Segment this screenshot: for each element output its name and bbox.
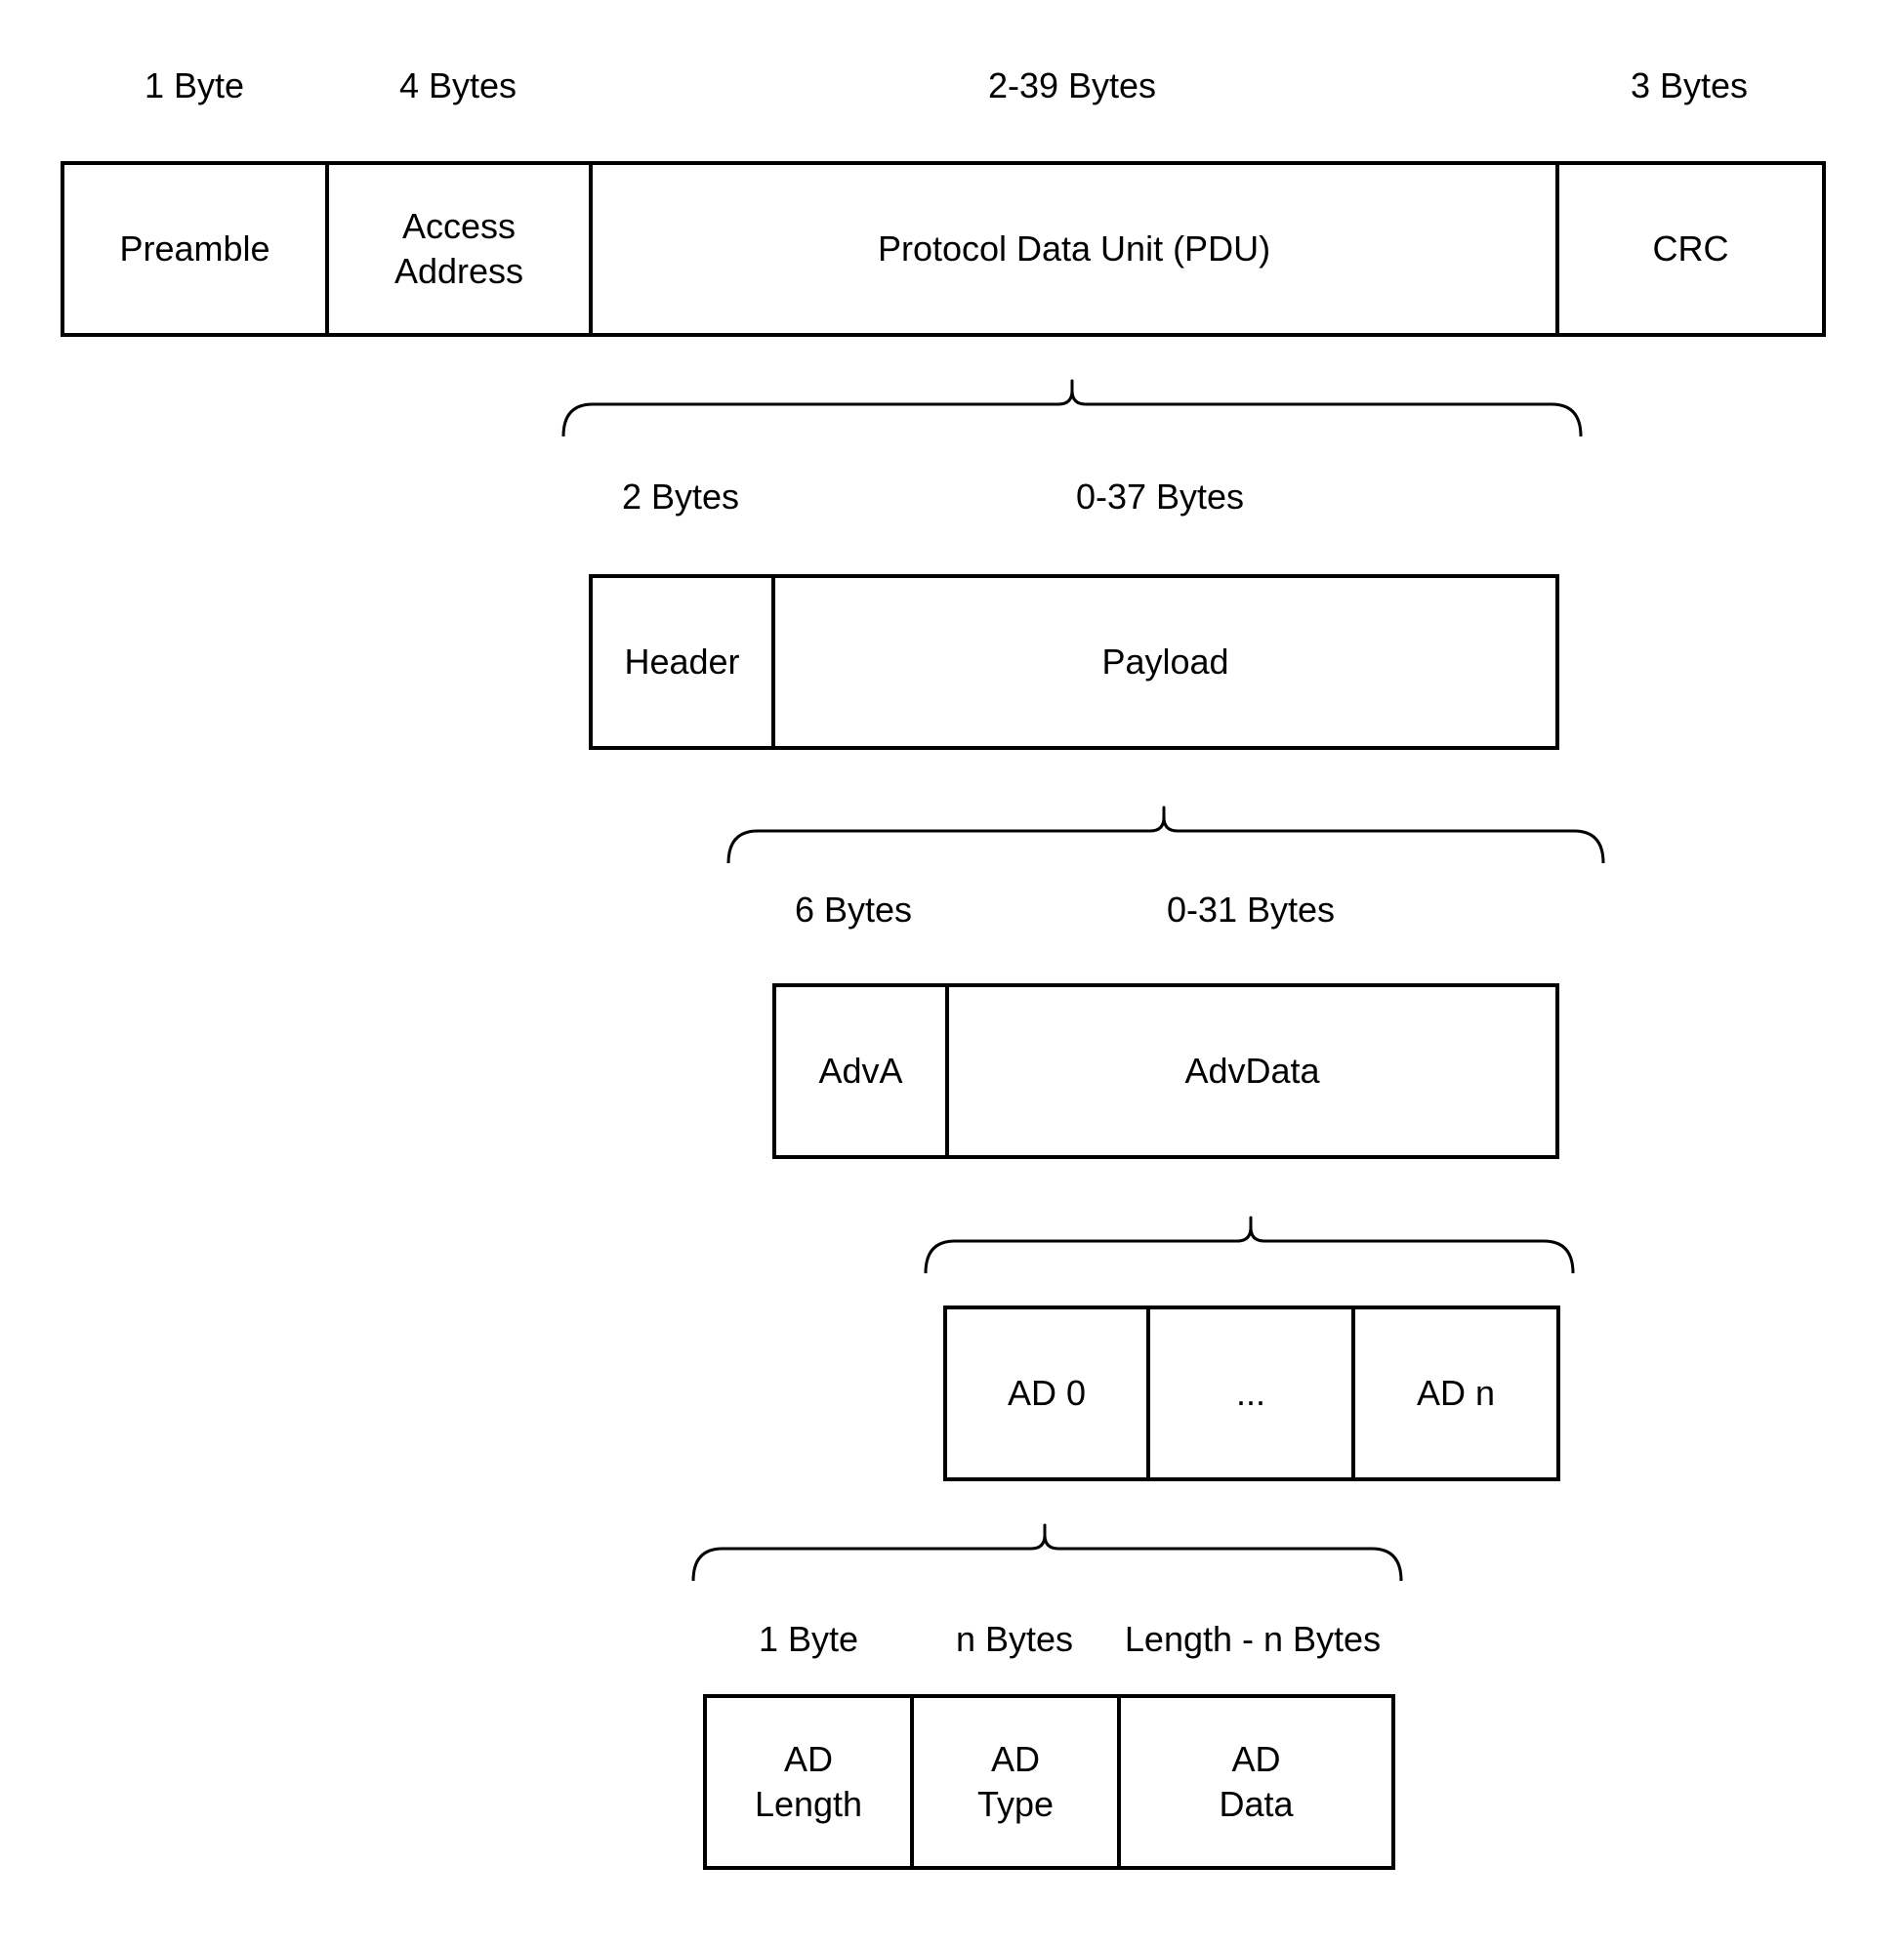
- brace-advdata-expansion-icon: [924, 1216, 1575, 1274]
- cell-payload: Payload: [771, 574, 1559, 750]
- cell-ad-length-label: AD Length: [754, 1739, 863, 1824]
- cell-header-label: Header: [624, 642, 740, 682]
- cell-ad0-label: AD 0: [1007, 1373, 1087, 1413]
- cell-ad-length: AD Length: [703, 1694, 914, 1870]
- brace-payload-expansion-icon: [726, 806, 1605, 864]
- cell-preamble: Preamble: [61, 161, 329, 337]
- size-label-preamble: 1 Byte: [144, 65, 245, 105]
- cell-advdata-label: AdvData: [1184, 1051, 1320, 1091]
- cell-adva-label: AdvA: [818, 1051, 903, 1091]
- brace-pdu-expansion-icon: [561, 379, 1583, 437]
- cell-preamble-label: Preamble: [119, 228, 270, 269]
- cell-ad-type: AD Type: [910, 1694, 1121, 1870]
- cell-access-address-label: Access Address: [393, 206, 524, 291]
- cell-adva: AdvA: [772, 983, 949, 1159]
- brace-ad0-expansion-icon: [691, 1523, 1403, 1582]
- cell-ad-ellipsis-label: ...: [1235, 1373, 1265, 1413]
- cell-ad-ellipsis: ...: [1146, 1306, 1355, 1481]
- cell-adn-label: AD n: [1416, 1373, 1496, 1413]
- cell-header: Header: [589, 574, 775, 750]
- cell-pdu: Protocol Data Unit (PDU): [589, 161, 1559, 337]
- cell-ad0: AD 0: [943, 1306, 1150, 1481]
- size-label-ad-length: 1 Byte: [758, 1619, 859, 1659]
- cell-adn: AD n: [1351, 1306, 1560, 1481]
- size-label-pdu: 2-39 Bytes: [987, 65, 1157, 105]
- cell-payload-label: Payload: [1101, 642, 1229, 682]
- cell-advdata: AdvData: [945, 983, 1559, 1159]
- size-label-header: 2 Bytes: [621, 477, 740, 517]
- size-label-advdata: 0-31 Bytes: [1166, 890, 1336, 930]
- cell-access-address: Access Address: [325, 161, 593, 337]
- cell-ad-data-label: AD Data: [1219, 1739, 1294, 1824]
- cell-crc-label: CRC: [1652, 228, 1729, 269]
- size-label-access-address: 4 Bytes: [398, 65, 517, 105]
- cell-pdu-label: Protocol Data Unit (PDU): [877, 228, 1271, 269]
- size-label-ad-type: n Bytes: [955, 1619, 1074, 1659]
- cell-ad-type-label: AD Type: [976, 1739, 1055, 1824]
- cell-crc: CRC: [1555, 161, 1826, 337]
- cell-ad-data: AD Data: [1117, 1694, 1395, 1870]
- size-label-ad-data: Length - n Bytes: [1124, 1619, 1382, 1659]
- size-label-adva: 6 Bytes: [794, 890, 913, 930]
- size-label-crc: 3 Bytes: [1630, 65, 1749, 105]
- size-label-payload: 0-37 Bytes: [1075, 477, 1245, 517]
